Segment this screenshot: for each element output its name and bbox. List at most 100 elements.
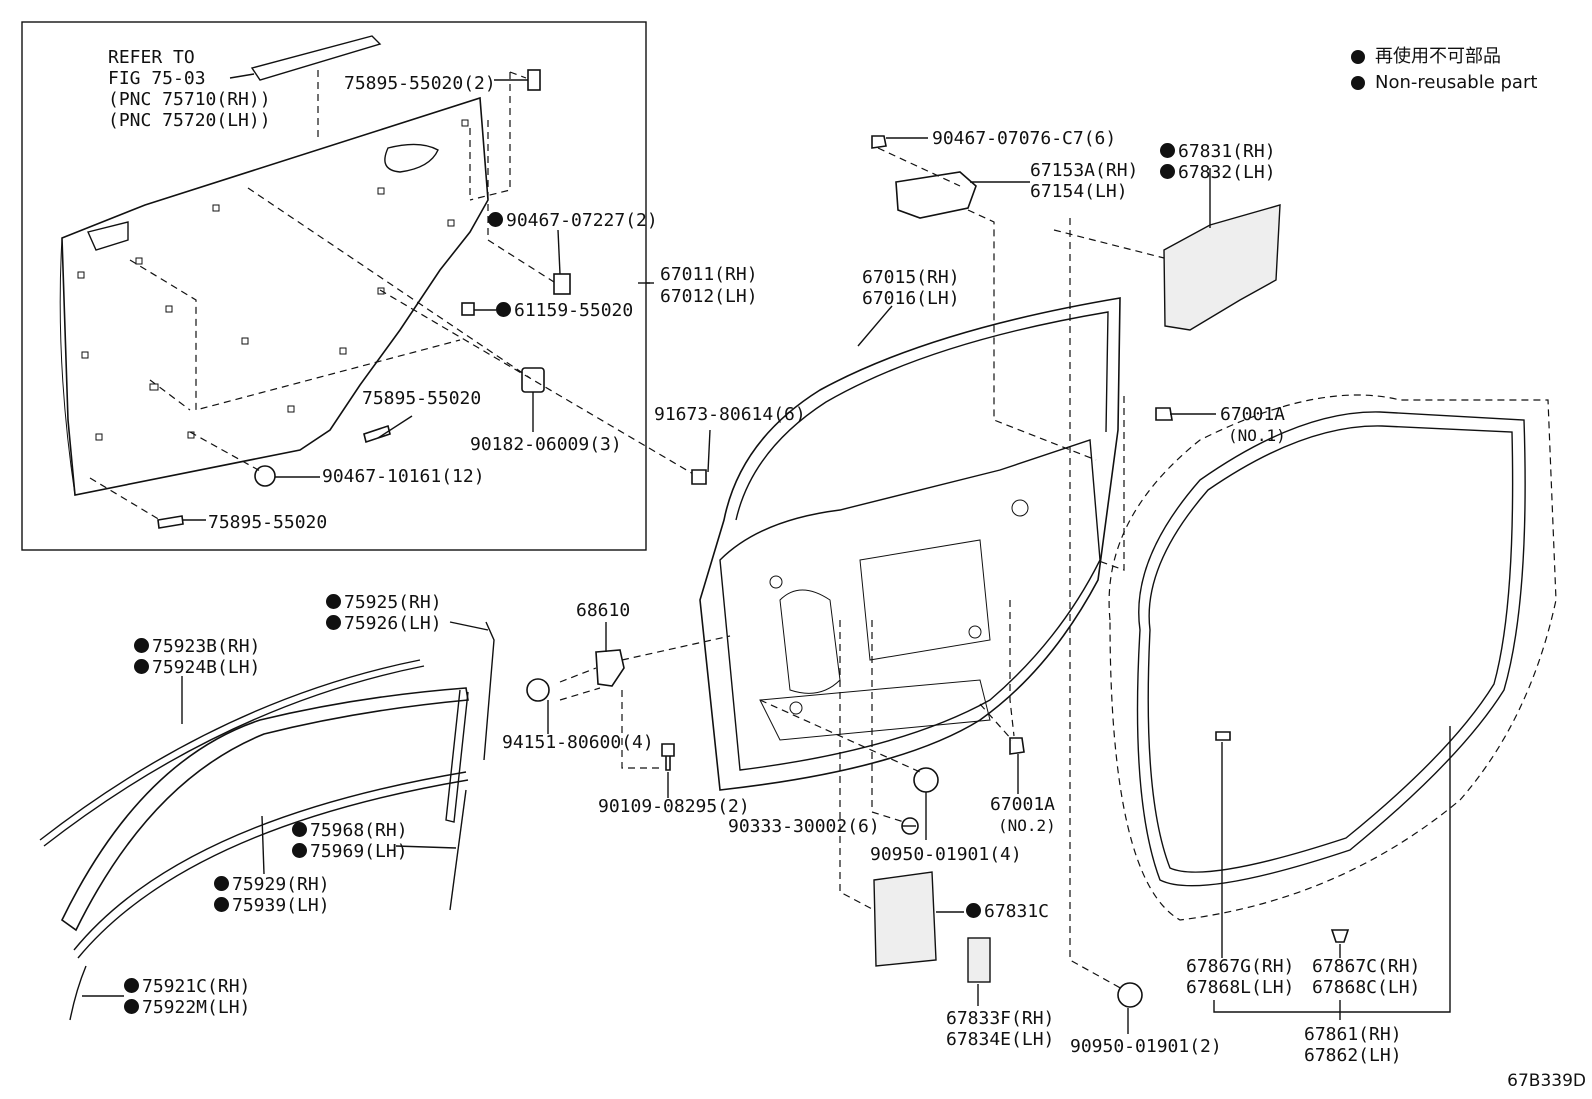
door-check-68610-icon — [595, 649, 625, 687]
non-reusable-icon — [1160, 143, 1175, 158]
non-reusable-icon — [1160, 164, 1175, 179]
clip-75895-icon — [527, 69, 541, 91]
dot-icon — [1351, 76, 1365, 90]
non-reusable-icon — [326, 594, 341, 609]
no2-label: (NO.2) — [998, 816, 1056, 835]
clip-90467-icon — [553, 273, 571, 295]
door-trim-panel — [59, 35, 489, 496]
diagram-code: 67B339D — [1507, 1071, 1586, 1091]
part-67868C[interactable]: 67868C(LH) — [1312, 977, 1421, 998]
part-67867G[interactable]: 67867G(RH) — [1186, 956, 1295, 977]
part-75939[interactable]: 75939(LH) — [232, 895, 330, 916]
window-moldings — [39, 621, 495, 1021]
part-75921C[interactable]: 75921C(RH) — [142, 976, 251, 997]
cover-67831C-icon — [873, 871, 937, 967]
part-67831C[interactable]: 67831C — [984, 901, 1050, 922]
part-67832[interactable]: 67832(LH) — [1178, 162, 1276, 183]
part-67867C[interactable]: 67867C(RH) — [1312, 956, 1421, 977]
non-reusable-icon — [214, 897, 229, 912]
part-67861[interactable]: 67861(RH) — [1304, 1024, 1402, 1045]
clip-67867C-icon — [1330, 929, 1350, 943]
screw-90467-07076-icon — [871, 135, 887, 149]
pnc-lh-label: (PNC 75720(LH)) — [108, 110, 271, 131]
part-75923B[interactable]: 75923B(RH) — [152, 636, 261, 657]
door-inner-panel — [699, 297, 1121, 791]
pad-75895-icon — [363, 424, 391, 444]
non-reusable-icon — [134, 638, 149, 653]
plug-90950-icon — [913, 767, 939, 793]
non-reusable-icon — [214, 876, 229, 891]
door-weatherstrip — [1108, 394, 1557, 921]
part-67833F[interactable]: 67833F(RH) — [946, 1008, 1055, 1029]
part-94151-80600[interactable]: 94151-80600(4) — [502, 732, 654, 753]
legend-jp: 再使用不可部品 — [1375, 46, 1501, 67]
part-67016[interactable]: 67016(LH) — [862, 288, 960, 309]
non-reusable-icon — [124, 999, 139, 1014]
plug-90950-b-icon — [1117, 982, 1143, 1008]
part-90467-10161[interactable]: 90467-10161(12) — [322, 466, 485, 487]
fig-reference[interactable]: FIG 75-03 — [108, 68, 206, 89]
part-75895-55020-b[interactable]: 75895-55020 — [208, 512, 328, 533]
part-67868L[interactable]: 67868L(LH) — [1186, 977, 1295, 998]
pad-67833F-icon — [967, 937, 991, 983]
part-67015[interactable]: 67015(RH) — [862, 267, 960, 288]
dot-icon — [1351, 50, 1365, 64]
clip-67001A-no2-icon — [1009, 737, 1025, 755]
part-91673-80614[interactable]: 91673-80614(6) — [654, 404, 806, 425]
part-75929[interactable]: 75929(RH) — [232, 874, 330, 895]
part-75926[interactable]: 75926(LH) — [344, 613, 442, 634]
pnc-rh-label: (PNC 75710(RH)) — [108, 89, 271, 110]
reinforcement-67153A-icon — [895, 171, 977, 219]
part-75922M[interactable]: 75922M(LH) — [142, 997, 251, 1018]
nut-90182-icon — [521, 367, 545, 393]
part-67011[interactable]: 67011(RH) — [660, 264, 758, 285]
service-hole-cover-67831-icon — [1163, 204, 1281, 331]
main-leaders — [82, 137, 1451, 1034]
part-90467-07227[interactable]: 90467-07227(2) — [506, 210, 658, 231]
legend: 再使用不可部品 Non-reusable part — [1351, 44, 1537, 96]
part-75895-55020-2[interactable]: 75895-55020(2) — [344, 73, 496, 94]
part-67862[interactable]: 67862(LH) — [1304, 1045, 1402, 1066]
part-90467-07076[interactable]: 90467-07076-C7(6) — [932, 128, 1117, 149]
non-reusable-icon — [292, 822, 307, 837]
clip-67867G-icon — [1215, 731, 1231, 741]
bolt-91673-icon — [691, 469, 707, 485]
part-61159-55020[interactable]: 61159-55020 — [514, 300, 634, 321]
part-75895-55020-a[interactable]: 75895-55020 — [362, 388, 482, 409]
non-reusable-icon — [966, 903, 981, 918]
bolt-94151-icon — [526, 678, 550, 702]
panel-clips — [77, 119, 469, 441]
part-90182-06009[interactable]: 90182-06009(3) — [470, 434, 622, 455]
non-reusable-icon — [496, 302, 511, 317]
clip-90467-10161-icon — [254, 465, 276, 487]
part-90109-08295[interactable]: 90109-08295(2) — [598, 796, 750, 817]
part-90950-01901-4[interactable]: 90950-01901(4) — [870, 844, 1022, 865]
clip-61159-icon — [461, 302, 475, 316]
refer-to-label: REFER TO — [108, 47, 195, 68]
no1-label: (NO.1) — [1228, 426, 1286, 445]
bolt-90109-icon — [661, 743, 675, 771]
clip-67001A-no1-icon — [1155, 407, 1173, 421]
non-reusable-icon — [326, 615, 341, 630]
pad-75895-b-icon — [157, 515, 184, 529]
part-68610[interactable]: 68610 — [576, 600, 631, 621]
non-reusable-icon — [124, 978, 139, 993]
part-67001A-no1[interactable]: 67001A — [1220, 404, 1286, 425]
part-67154[interactable]: 67154(LH) — [1030, 181, 1128, 202]
legend-en: Non-reusable part — [1375, 72, 1538, 93]
part-75925[interactable]: 75925(RH) — [344, 592, 442, 613]
non-reusable-icon — [292, 843, 307, 858]
part-75969[interactable]: 75969(LH) — [310, 841, 408, 862]
part-67831[interactable]: 67831(RH) — [1178, 141, 1276, 162]
part-67001A-no2[interactable]: 67001A — [990, 794, 1056, 815]
part-75924B[interactable]: 75924B(LH) — [152, 657, 261, 678]
part-90950-01901-2[interactable]: 90950-01901(2) — [1070, 1036, 1222, 1057]
non-reusable-icon — [488, 212, 503, 227]
inset-leaders — [89, 70, 701, 521]
part-67012[interactable]: 67012(LH) — [660, 286, 758, 307]
part-67834E[interactable]: 67834E(LH) — [946, 1029, 1055, 1050]
part-90333-30002[interactable]: 90333-30002(6) — [728, 816, 880, 837]
part-67153A[interactable]: 67153A(RH) — [1030, 160, 1139, 181]
part-75968[interactable]: 75968(RH) — [310, 820, 408, 841]
